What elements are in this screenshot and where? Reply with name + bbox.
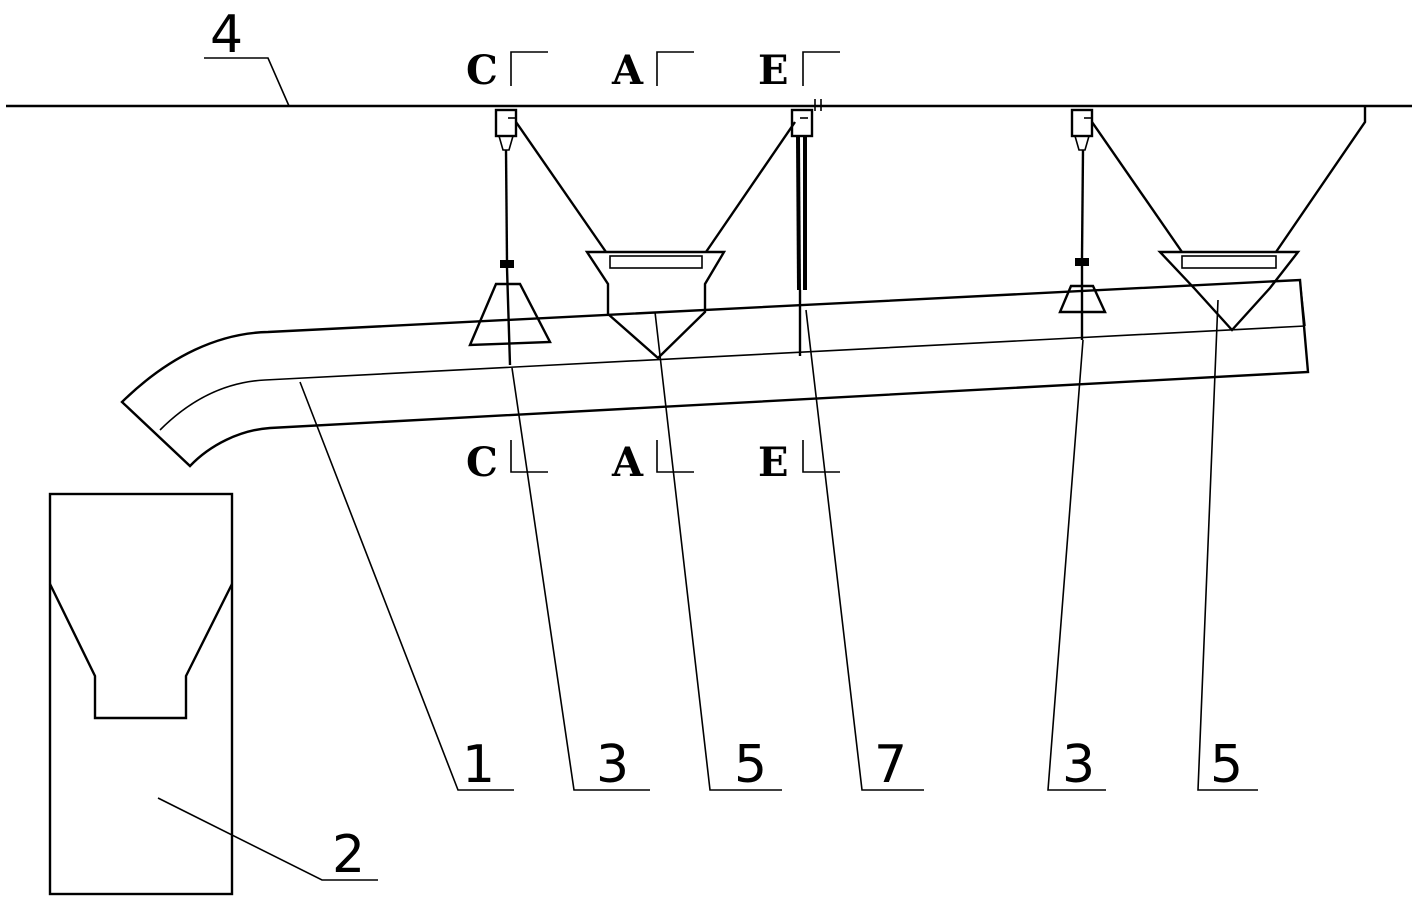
label-7: 7 [874,735,907,795]
section-marks-top: C A E [466,47,840,94]
chute-inner-line [159,325,1306,431]
label-5-right: 5 [1210,735,1243,795]
rod-bar-a [796,135,801,291]
spray-right-carriage [1070,108,1094,138]
leader-5-right [1197,299,1258,791]
bin-outline [48,492,234,896]
section-c-top-bracket [510,51,548,86]
spray-right-nut [1075,258,1089,266]
leader-5-left [654,311,782,791]
spray-left-clamp [498,135,514,151]
leader-3-left [511,367,650,791]
section-a-bottom: A [611,439,644,486]
section-a-top-bracket [656,51,694,86]
section-a-bottom-bracket [656,440,694,473]
label-3-right: 3 [1062,735,1095,795]
section-c-bottom: C [466,439,498,486]
spray-right-nozzle [1058,284,1107,314]
spray-device-right [1058,108,1107,340]
hopper-left-hanger-b [705,121,796,253]
section-e-top-bracket [802,51,840,86]
hopper-right-hanger-b [1275,106,1367,253]
spray-right-clamp [1074,135,1090,151]
leader-4 [204,57,290,107]
spray-left-stem [505,267,512,366]
section-e-bottom: E [758,439,789,486]
section-c-top: C [466,47,498,94]
hopper-right-grate [1181,255,1277,269]
spray-right-rod [1080,149,1085,259]
leader-1 [299,381,514,791]
section-e-top: E [758,47,789,94]
spray-left-carriage [494,108,518,138]
label-5-left: 5 [734,735,767,795]
leader-3-right [1047,339,1106,791]
hopper-left-hanger-a [515,121,607,253]
section-c-bottom-bracket [510,440,548,473]
hopper-right [1091,106,1367,332]
label-2: 2 [332,825,365,885]
leader-7 [805,309,924,791]
hopper-left-body [584,250,727,360]
chute-outline [120,278,1310,468]
leaders: 4 1 3 5 7 3 5 2 [157,5,1258,885]
section-a-top: A [611,47,644,94]
leader-2 [157,797,378,881]
rod-device [790,108,814,356]
spray-left-nut [500,260,514,268]
chute [120,278,1310,468]
label-4: 4 [210,5,243,65]
hopper-left-grate [609,255,703,269]
hopper-right-body [1157,250,1301,332]
spray-left-nozzle [468,282,552,347]
section-e-bottom-bracket [802,440,840,473]
rod-carriage [790,108,814,138]
spray-device-left [468,108,552,366]
hopper-left [515,121,796,360]
hopper-right-hanger-a [1091,121,1183,253]
spray-left-rod [504,149,509,263]
label-3-left: 3 [596,735,629,795]
bin-funnel [48,583,234,720]
bin [48,492,234,896]
chute-end-upper [1299,279,1306,327]
rail [6,99,1412,111]
label-1: 1 [462,735,495,795]
section-marks-bottom: C A E [466,439,840,486]
